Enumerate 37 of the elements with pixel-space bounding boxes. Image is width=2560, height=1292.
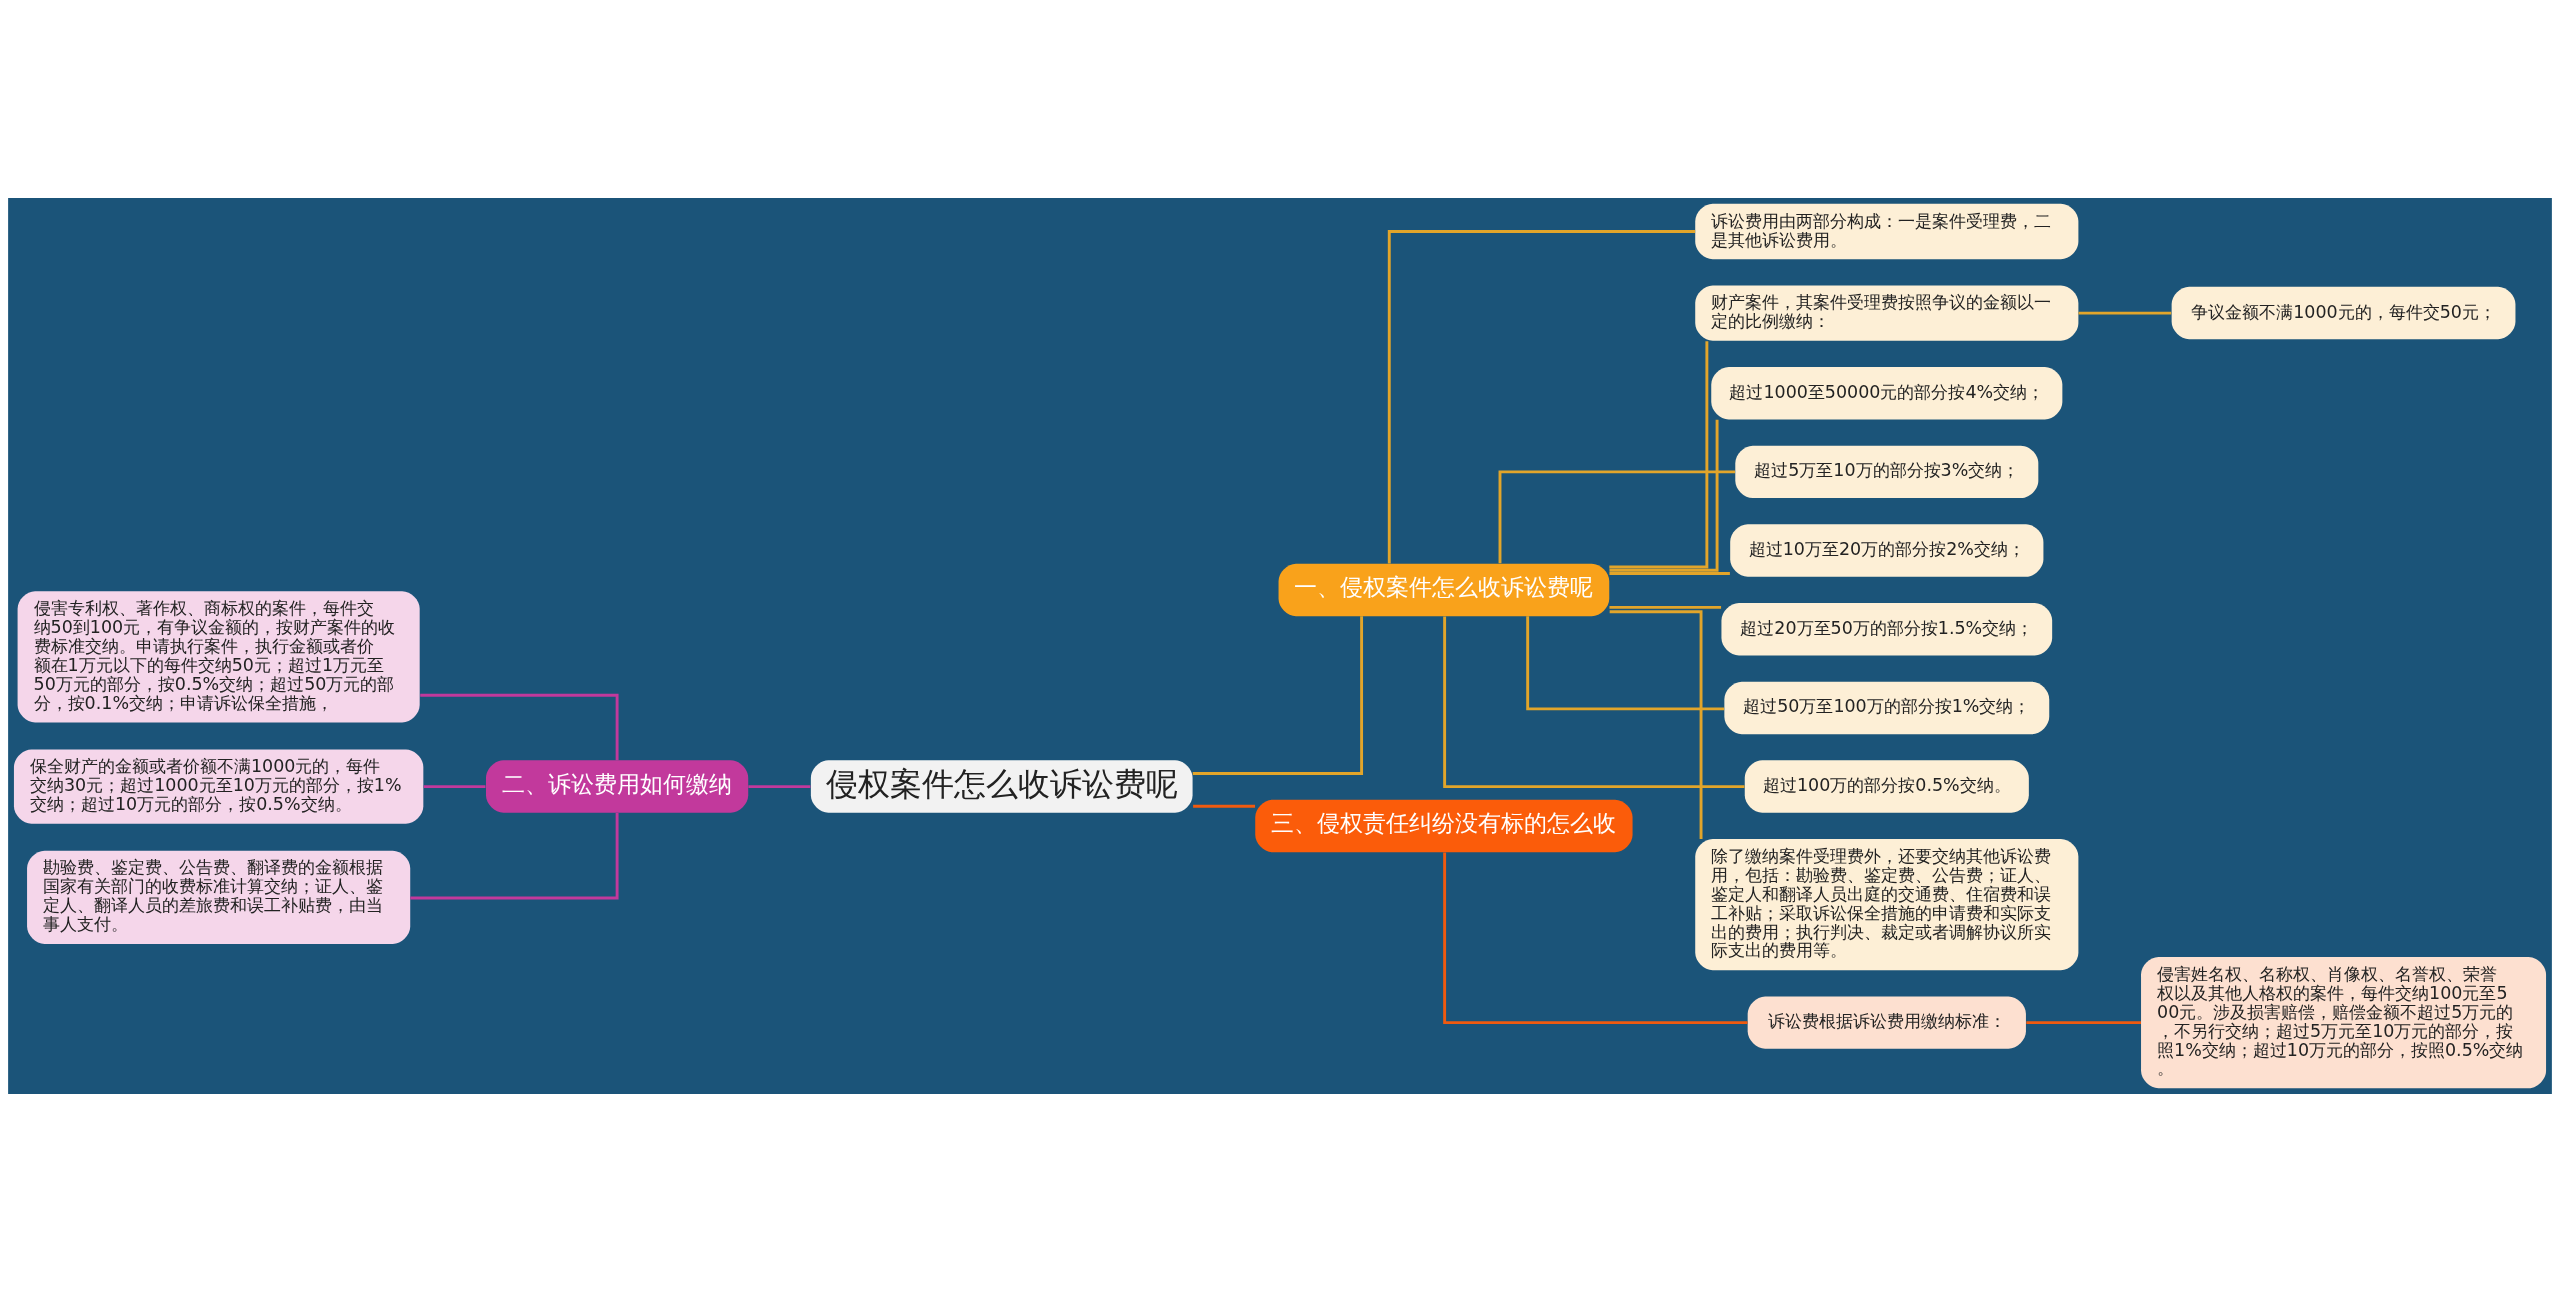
node-box: 侵害专利权、著作权、商标权的案件，每件交纳50到100元，有争议金额的，按财产案件的收费标准交纳。申请执行案件，执行金额或者价额在1万元以下的每件交纳50元；超过1万元至50万元的部分，按0.5%交纳；超过50万元的部分，按0.1%交纳；申请诉讼保全措施， — [17, 591, 420, 723]
node-box: 财产案件，其案件受理费按照争议的金额以一定的比例缴纳： — [1695, 285, 2079, 341]
connector — [2078, 311, 2172, 315]
connector — [2026, 1021, 2141, 1025]
connector — [1193, 804, 1256, 808]
connector — [423, 785, 486, 789]
node-box: 诉讼费根据诉讼费用缴纳标准： — [1747, 996, 2026, 1049]
connector — [1609, 605, 1722, 609]
node-box: 争议金额不满1000元的，每件交50元； — [2171, 286, 2516, 340]
node-box: 侵权案件怎么收诉讼费呢 — [810, 760, 1193, 813]
node-box: 超过100万的部分按0.5%交纳。 — [1744, 760, 2029, 813]
connector — [1609, 610, 1703, 839]
connector — [1609, 419, 1719, 572]
node-box: 保全财产的金额或者价额不满1000元的，每件交纳30元；超过1000元至10万元的部分，按1%交纳；超过10万元的部分，按0.5%交纳。 — [13, 749, 424, 824]
connector — [1192, 616, 1364, 775]
connector — [1609, 572, 1730, 575]
connector — [1498, 470, 1736, 564]
node-box: 除了缴纳案件受理费外，还要交纳其他诉讼费用，包括：勘验费、鉴定费、公告费；证人、鉴定人和翻译人员出庭的交通费、住宿费和误工补贴；采取诉讼保全措施的申请费和实际支出的费用；执行判决、裁定或者调解协议所实际支出的费用等。 — [1695, 839, 2079, 971]
connector — [1443, 616, 1745, 789]
node-box: 侵害姓名权、名称权、肖像权、名誉权、荣誉权以及其他人格权的案件，每件交纳100元至500元。涉及损害赔偿，赔偿金额不超过5万元的，不另行交纳；超过5万元至10万元的部分，按照1%交纳；超过10万元的部分，按照0.5%交纳。 — [2141, 957, 2547, 1089]
node-box: 超过50万至100万的部分按1%交纳； — [1724, 681, 2050, 735]
node-box: 超过20万至50万的部分按1.5%交纳； — [1721, 603, 2053, 656]
connector — [420, 693, 619, 761]
node-box: 超过10万至20万的部分按2%交纳； — [1730, 524, 2044, 577]
connector — [1526, 616, 1725, 711]
node-box: 一、侵权案件怎么收诉讼费呢 — [1278, 563, 1610, 617]
node-box: 勘验费、鉴定费、公告费、翻译费的金额根据国家有关部门的收费标准计算交纳；证人、鉴定人、翻译人员的差旅费和误工补贴费，由当事人支付。 — [27, 850, 411, 944]
node-box: 三、侵权责任纠纷没有标的怎么收 — [1255, 799, 1633, 853]
connector — [748, 785, 811, 789]
node-box: 超过5万至10万的部分按3%交纳； — [1735, 445, 2039, 499]
connector — [1387, 230, 1696, 564]
node-box: 超过1000至50000元的部分按4%交纳； — [1711, 367, 2063, 420]
node-box: 诉讼费用由两部分构成：一是案件受理费，二是其他诉讼费用。 — [1695, 203, 2079, 260]
connector — [1609, 341, 1709, 569]
node-box: 二、诉讼费用如何缴纳 — [486, 760, 749, 813]
connector — [410, 813, 619, 900]
connector — [1443, 852, 1748, 1025]
